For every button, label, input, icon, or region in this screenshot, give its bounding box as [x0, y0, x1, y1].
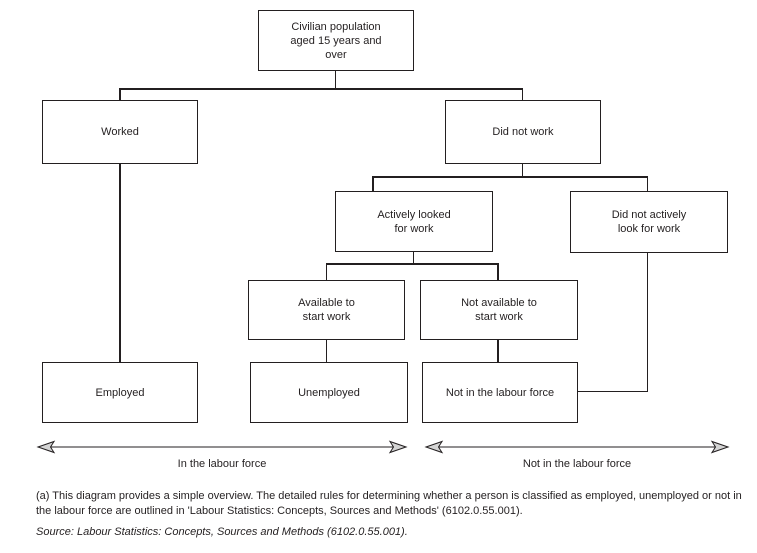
arrowhead-right-icon: [710, 440, 730, 454]
connector-elbow-to-nilf: [577, 390, 648, 392]
source-text: Source: Labour Statistics: Concepts, Sou…: [36, 526, 408, 538]
label-not-in-labour-force: Not in the labour force: [522, 458, 632, 470]
label-in-labour-force: In the labour force: [177, 458, 267, 470]
footnote-text: (a) This diagram provides a simple overv…: [36, 490, 742, 517]
arrowhead-left-icon: [36, 440, 56, 454]
connector-drop-did-not-work: [521, 88, 523, 100]
arrowhead-left-icon: [424, 440, 444, 454]
double-arrow-not-in-labour-force: [424, 440, 730, 454]
connector-civilian-down: [334, 71, 336, 89]
arrowhead-right-icon: [388, 440, 408, 454]
connector-actively-looked-down: [412, 252, 414, 264]
node-did-not-work: Did not work: [445, 100, 601, 164]
connector-did-not-actively-elbow-down: [646, 253, 648, 392]
node-employed: Employed: [42, 362, 198, 423]
connector-rail-level2: [372, 176, 648, 178]
connector-not-available-to-nilf: [497, 340, 499, 362]
connector-drop-actively-looked: [372, 176, 374, 191]
node-actively-looked-for-work: Actively looked for work: [335, 191, 493, 252]
node-not-in-labour-force: Not in the labour force: [422, 362, 578, 423]
connector-rail-level1: [119, 88, 523, 90]
connector-drop-worked: [119, 88, 121, 100]
connector-drop-not-available: [497, 263, 499, 280]
connector-available-to-unemployed: [325, 340, 327, 362]
connector-did-not-work-down: [521, 164, 523, 177]
node-civilian-population: Civilian population aged 15 years and ov…: [258, 10, 414, 71]
node-did-not-actively-look: Did not actively look for work: [570, 191, 728, 253]
node-unemployed: Unemployed: [250, 362, 408, 423]
connector-rail-level3: [325, 263, 499, 265]
double-arrow-in-labour-force: [36, 440, 408, 454]
node-not-available-to-start-work: Not available to start work: [420, 280, 578, 340]
node-available-to-start-work: Available to start work: [248, 280, 405, 340]
node-worked: Worked: [42, 100, 198, 164]
connector-drop-available: [325, 263, 327, 280]
connector-worked-to-employed: [119, 164, 121, 362]
connector-drop-did-not-actively: [646, 176, 648, 191]
